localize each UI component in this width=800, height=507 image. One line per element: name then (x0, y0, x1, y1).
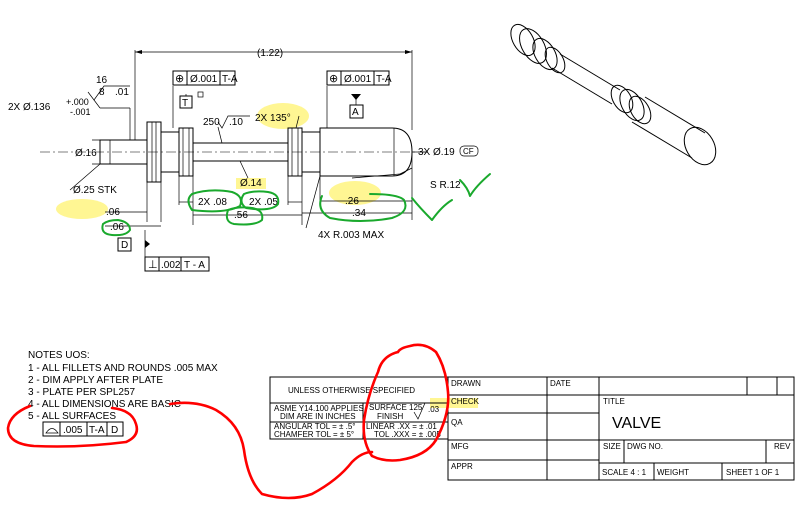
label-text: .56 (234, 210, 248, 221)
dia-136-dim: 2X Ø.136 (8, 102, 51, 113)
isometric-view (510, 23, 717, 166)
note-item: 2 - DIM APPLY AFTER PLATE (28, 375, 163, 386)
label-text: SCALE 4 : 1 (602, 468, 647, 477)
datum-t-label: T (182, 98, 188, 109)
dia-19-dim: 3X Ø.19 (418, 147, 455, 158)
dia-16-dim: Ø.16 (75, 148, 97, 159)
label-text: REV (774, 442, 791, 451)
label-text: .06 (106, 207, 120, 218)
label-text: .26 (345, 196, 359, 207)
red-annotations (6, 343, 450, 500)
label-text: T - A (184, 260, 205, 271)
label-text: CHECK (451, 397, 480, 406)
label-text: .34 (352, 208, 366, 219)
position-icon: ⊕ (329, 73, 338, 85)
drawing-annotations: (1.22) ⊕ Ø.001 T-A T ⊕ Ø.001 T-A A 16 8 … (8, 48, 479, 272)
overall-length-dim: (1.22) (257, 48, 283, 59)
label-text: +.000 (66, 97, 89, 107)
note-item: 3 - PLATE PER SPL257 (28, 387, 136, 398)
label-text: FINISH (377, 412, 403, 421)
fcf-perpendicularity: ⊥ .002 T - A (144, 256, 210, 272)
label-text: Ø.001 (190, 74, 218, 85)
label-text: D (111, 425, 118, 436)
label-text: SURFACE 125 (369, 403, 423, 412)
sr12-dim: S R.12 (430, 180, 461, 191)
highlight-marks (56, 103, 478, 408)
position-icon: ⊕ (175, 73, 184, 85)
dia-14-dim: Ø.14 (240, 178, 262, 189)
label-text: .01 (115, 87, 129, 98)
label-text: DIM ARE IN INCHES (280, 412, 356, 421)
label-text: LINEAR .XX = ± .01 (366, 422, 437, 431)
notes-block: NOTES UOS: 1 - ALL FILLETS AND ROUNDS .0… (28, 350, 218, 437)
label-text: .005 (63, 425, 83, 436)
label-text: 2X .08 (198, 197, 227, 208)
label-text: WEIGHT (657, 468, 689, 477)
label-text: T-A (376, 74, 392, 85)
fcf-right: ⊕ Ø.001 T-A (326, 70, 392, 86)
label-text: ASME Y14.100 APPLIES (274, 404, 364, 413)
label-text: T-A (222, 74, 238, 85)
label-text: T-A (89, 425, 105, 436)
label-text: MFG (451, 442, 469, 451)
label-text: UNLESS OTHERWISE SPECIFIED (288, 386, 415, 395)
note-item: 4 - ALL DIMENSIONS ARE BASIC (28, 399, 181, 410)
note-item: 1 - ALL FILLETS AND ROUNDS .005 MAX (28, 363, 218, 374)
label-text: .10 (229, 117, 243, 128)
datum-d-label: D (121, 240, 128, 251)
note-item: 5 - ALL SURFACES (28, 411, 116, 422)
title-block: UNLESS OTHERWISE SPECIFIED ASME Y14.100 … (269, 376, 795, 481)
label-text: SHEET 1 OF 1 (726, 468, 780, 477)
label-text: 8 (99, 87, 105, 98)
perpendicularity-icon: ⊥ (148, 259, 158, 271)
notes-title: NOTES UOS: (28, 350, 90, 361)
label-text: SIZE (603, 442, 621, 451)
drawing-title: VALVE (612, 415, 661, 432)
label-text: .06 (110, 222, 124, 233)
label-text: TITLE (603, 397, 625, 406)
label-text: 250 (203, 117, 220, 128)
angle-135-dim: 2X 135° (255, 113, 291, 124)
label-text: DATE (550, 379, 571, 388)
label-text: QA (451, 418, 463, 427)
green-annotations (101, 173, 491, 237)
label-text: .03 (428, 405, 440, 414)
profile-surface-icon (45, 428, 59, 434)
label-text: -.001 (70, 107, 91, 117)
label-text: ANGULAR TOL = ± .5° (274, 422, 355, 431)
label-text: DWG NO. (627, 442, 663, 451)
label-text: 16 (96, 75, 108, 86)
label-text: Ø.001 (344, 74, 372, 85)
label-text: CHAMFER TOL = ± 5° (274, 430, 354, 439)
fcf-profile: .005 T-A D (42, 421, 124, 437)
radius-max-dim: 4X R.003 MAX (318, 230, 384, 241)
label-text: TOL .XXX = ± .005 (374, 430, 441, 439)
label-text: 2X .05 (249, 197, 278, 208)
datum-a-label: A (352, 107, 359, 118)
stock-dia: Ø.25 STK (73, 185, 117, 196)
label-text: .002 (161, 260, 181, 271)
part-side-view (40, 50, 430, 264)
label-text: APPR (451, 462, 473, 471)
label-text: CF (463, 147, 474, 156)
label-text: DRAWN (451, 379, 481, 388)
fcf-left: ⊕ Ø.001 T-A (172, 70, 238, 86)
